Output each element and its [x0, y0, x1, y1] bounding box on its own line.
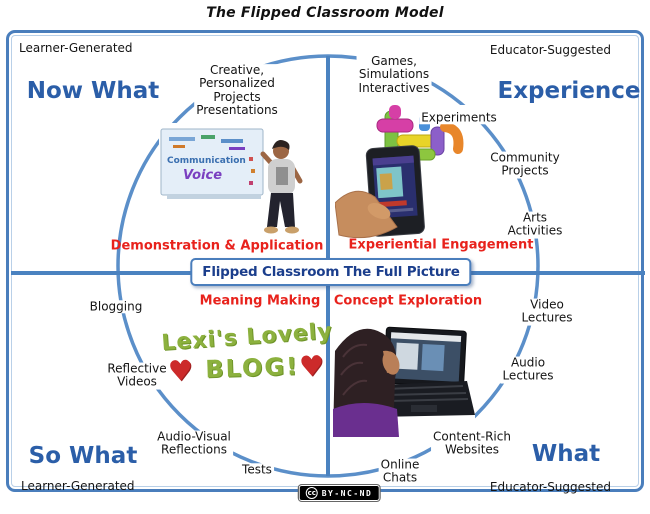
blog-title-word: BLOG! [204, 352, 300, 384]
corner-label-educator-suggested-top: Educator-Suggested [489, 43, 611, 57]
quadrant-heading-what: What [531, 441, 601, 467]
whiteboard-presentation-image: Communication Voice [159, 123, 307, 241]
presenter-figure [260, 140, 303, 234]
cc-license-badge[interactable]: cc BY-NC-ND [298, 485, 380, 501]
student-laptop-image [333, 317, 475, 437]
node-community-projects: Community Projects [488, 150, 562, 179]
center-title-box: Flipped Classroom The Full Picture [190, 258, 472, 286]
quadrant-heading-so-what: So What [28, 443, 138, 469]
pipes-toy [376, 105, 464, 161]
node-experiments: Experiments [419, 110, 499, 125]
phase-label-concept-exploration: Concept Exploration [333, 293, 483, 309]
holding-hand [335, 190, 398, 239]
node-blogging: Blogging [87, 299, 145, 314]
node-creative-projects: Creative, Personalized Projects Presenta… [194, 63, 280, 118]
diagram-frame: Communication Voice [6, 30, 645, 501]
node-arts-activities: Arts Activities [505, 210, 565, 239]
quadrant-heading-experience: Experience [497, 78, 641, 104]
cc-license-label: BY-NC-ND [321, 488, 373, 498]
blog-screenshot-graphic: Lexi's Lovely ♥ BLOG!♥ [149, 319, 345, 388]
word-cloud: Communication Voice [167, 135, 255, 185]
whiteboard-tray [167, 195, 261, 199]
heart-icon: ♥ [167, 353, 196, 388]
word-cloud-accent-word: Voice [183, 168, 222, 183]
heart-icon: ♥ [298, 349, 327, 384]
node-video-lectures: Video Lectures [519, 297, 575, 326]
node-reflective-videos: Reflective Videos [105, 361, 169, 390]
node-games-simulations: Games, Simulations Interactives [356, 53, 432, 96]
phase-label-demonstration-application: Demonstration & Application [110, 238, 324, 254]
corner-label-learner-generated-top: Learner-Generated [19, 41, 133, 55]
quadrant-heading-now-what: Now What [26, 78, 160, 104]
phase-label-meaning-making: Meaning Making [199, 293, 321, 309]
word-cloud-main-word: Communication [167, 156, 246, 166]
diagram-title: The Flipped Classroom Model [206, 5, 444, 21]
node-tests: Tests [240, 462, 274, 477]
corner-label-educator-suggested-bottom: Educator-Suggested [489, 480, 611, 494]
smartphone [365, 145, 425, 237]
laptop [373, 326, 475, 417]
cc-icon: cc [305, 487, 318, 499]
blog-title-line2: ♥ BLOG!♥ [148, 349, 345, 389]
phase-label-experiential-engagement: Experiential Engagement [348, 237, 534, 253]
corner-label-learner-generated-bottom: Learner-Generated [21, 479, 135, 493]
node-audio-visual-reflections: Audio-Visual Reflections [155, 429, 233, 458]
node-audio-lectures: Audio Lectures [500, 355, 556, 384]
smartphone-pipes-image [335, 105, 475, 241]
node-content-rich-websites: Content-Rich Websites [431, 429, 513, 458]
node-online-chats: Online Chats [378, 457, 422, 486]
student-figure [333, 328, 400, 437]
